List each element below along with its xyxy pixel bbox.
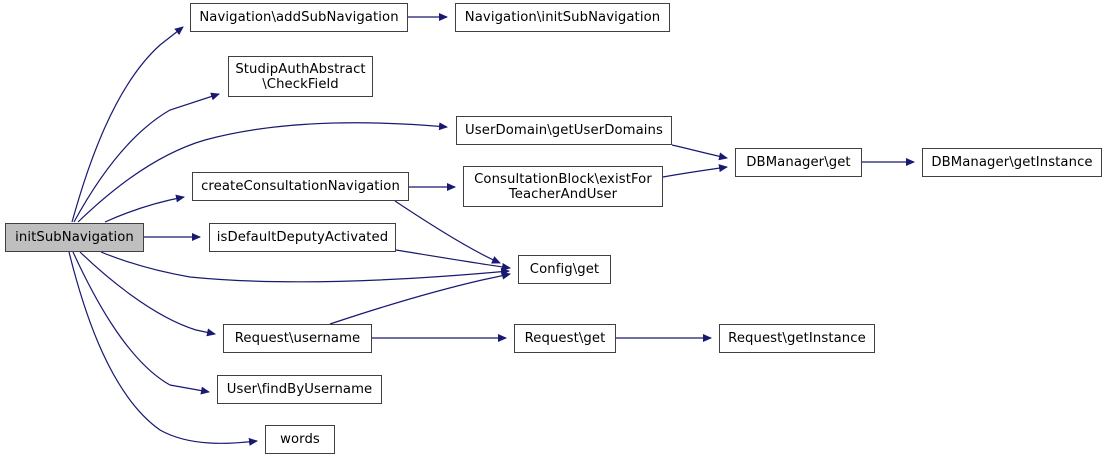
node-label: StudipAuthAbstract \CheckField [235, 61, 366, 92]
node-label: createConsultationNavigation [201, 179, 400, 194]
edge-initSubNavigation-to-addSubNavigation [71, 26, 184, 223]
node-requestGetInstance[interactable]: Request\getInstance [719, 324, 875, 353]
node-label: DBManager\get [746, 155, 851, 170]
edge-initSubNavigation-to-configGet [100, 251, 510, 283]
node-dbManagerGet[interactable]: DBManager\get [735, 148, 862, 177]
node-label: ConsultationBlock\existFor TeacherAndUse… [474, 171, 652, 202]
node-label: Config\get [529, 262, 600, 277]
node-requestUsername[interactable]: Request\username [223, 324, 372, 353]
node-getUserDomains[interactable]: UserDomain\getUserDomains [456, 116, 672, 145]
node-findByUsername[interactable]: User\findByUsername [217, 375, 382, 404]
node-label: DBManager\getInstance [931, 155, 1093, 170]
node-requestGet[interactable]: Request\get [514, 324, 616, 353]
node-label: Request\get [524, 331, 606, 346]
node-label: UserDomain\getUserDomains [465, 123, 663, 138]
edge-initSubNavigation-to-checkField [73, 92, 220, 223]
node-checkField[interactable]: StudipAuthAbstract \CheckField [228, 56, 373, 97]
node-configGet[interactable]: Config\get [518, 255, 611, 284]
node-label: initSubNavigation [15, 230, 134, 245]
edge-paths [68, 13, 915, 446]
node-existForTeacherAndUser[interactable]: ConsultationBlock\existFor TeacherAndUse… [463, 166, 663, 207]
node-label: Request\getInstance [728, 331, 866, 346]
node-label: User\findByUsername [226, 382, 373, 397]
node-label: Navigation\addSubNavigation [199, 10, 399, 25]
node-addSubNavigation[interactable]: Navigation\addSubNavigation [190, 3, 408, 32]
node-initSubNavigationNav[interactable]: Navigation\initSubNavigation [455, 3, 670, 32]
node-label: words [280, 432, 320, 447]
edge-existForTeacherAndUser-to-dbManagerGet [662, 164, 728, 178]
edge-createConsultationNavigation-to-configGet [394, 200, 501, 264]
node-initSubNavigation[interactable]: initSubNavigation [5, 223, 144, 252]
node-dbManagerGetInstance[interactable]: DBManager\getInstance [922, 148, 1102, 177]
edge-initSubNavigation-to-findByUsername [72, 251, 210, 395]
node-words[interactable]: words [265, 425, 335, 454]
node-label: Navigation\initSubNavigation [464, 10, 661, 25]
node-label: Request\username [234, 331, 361, 346]
node-isDefaultDeputyActivated[interactable]: isDefaultDeputyActivated [209, 223, 396, 252]
edge-initSubNavigation-to-requestUsername [79, 251, 216, 337]
node-createConsultationNavigation[interactable]: createConsultationNavigation [192, 172, 409, 201]
node-label: isDefaultDeputyActivated [216, 230, 389, 245]
edge-getUserDomains-to-dbManagerGet [671, 144, 728, 161]
edge-requestUsername-to-configGet [329, 271, 511, 325]
edge-initSubNavigation-to-createConsultationNavigation [104, 194, 185, 223]
edge-isDefaultDeputyActivated-to-configGet [395, 249, 511, 271]
